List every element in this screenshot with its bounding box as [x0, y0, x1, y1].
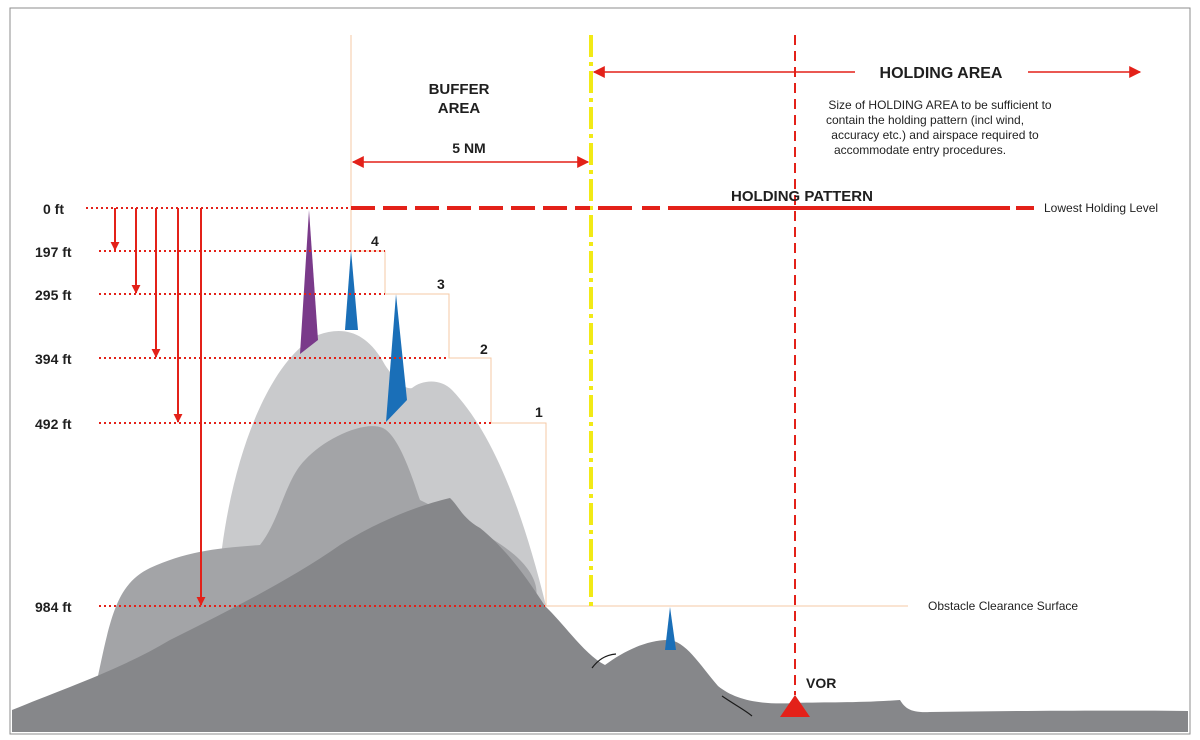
level-labels: 0 ft 197 ft 295 ft 394 ft 492 ft 984 ft — [35, 201, 72, 615]
terrain-crevice — [721, 695, 753, 717]
step-number: 4 — [371, 233, 379, 249]
level-lines — [86, 207, 545, 607]
buffer-area-title: BUFFER — [429, 81, 490, 98]
step-outlines — [350, 208, 547, 606]
level-label: 492 ft — [35, 416, 72, 432]
holding-note-line: contain the holding pattern (incl wind, — [826, 113, 1024, 127]
obstacle-blue-4 — [345, 250, 358, 330]
holding-area-title: HOLDING AREA — [880, 65, 1003, 82]
buffer-area-title: AREA — [438, 100, 481, 117]
step-numbers: 4 3 2 1 — [371, 233, 543, 420]
vor-triangle-icon — [780, 695, 810, 717]
terrain-crevice — [591, 653, 617, 669]
level-label: 197 ft — [35, 244, 72, 260]
buffer-width-label: 5 NM — [452, 140, 485, 156]
obstacle-blue-3 — [386, 294, 407, 422]
obstacle-purple — [300, 210, 318, 354]
level-label: 984 ft — [35, 599, 72, 615]
level-label: 394 ft — [35, 351, 72, 367]
terrain-dark — [12, 498, 1188, 732]
holding-note-line: accuracy etc.) and airspace required to — [831, 128, 1039, 142]
holding-note-line: accommodate entry procedures. — [834, 143, 1006, 157]
clearance-arrows — [110, 208, 206, 606]
vor-label: VOR — [806, 675, 836, 691]
step-number: 2 — [480, 341, 488, 357]
holding-pattern-label: HOLDING PATTERN — [731, 188, 873, 205]
obstacle-blue-small — [665, 607, 676, 650]
level-label: 0 ft — [43, 201, 64, 217]
holding-area-note: Size of HOLDING AREA to be sufficient to… — [826, 98, 1052, 157]
level-label: 295 ft — [35, 287, 72, 303]
obstacle-clearance-surface-label: Obstacle Clearance Surface — [928, 599, 1078, 613]
step-number: 3 — [437, 276, 445, 292]
step-number: 1 — [535, 404, 543, 420]
lowest-holding-level-label: Lowest Holding Level — [1044, 201, 1158, 215]
holding-note-line: Size of HOLDING AREA to be sufficient to — [828, 98, 1052, 112]
